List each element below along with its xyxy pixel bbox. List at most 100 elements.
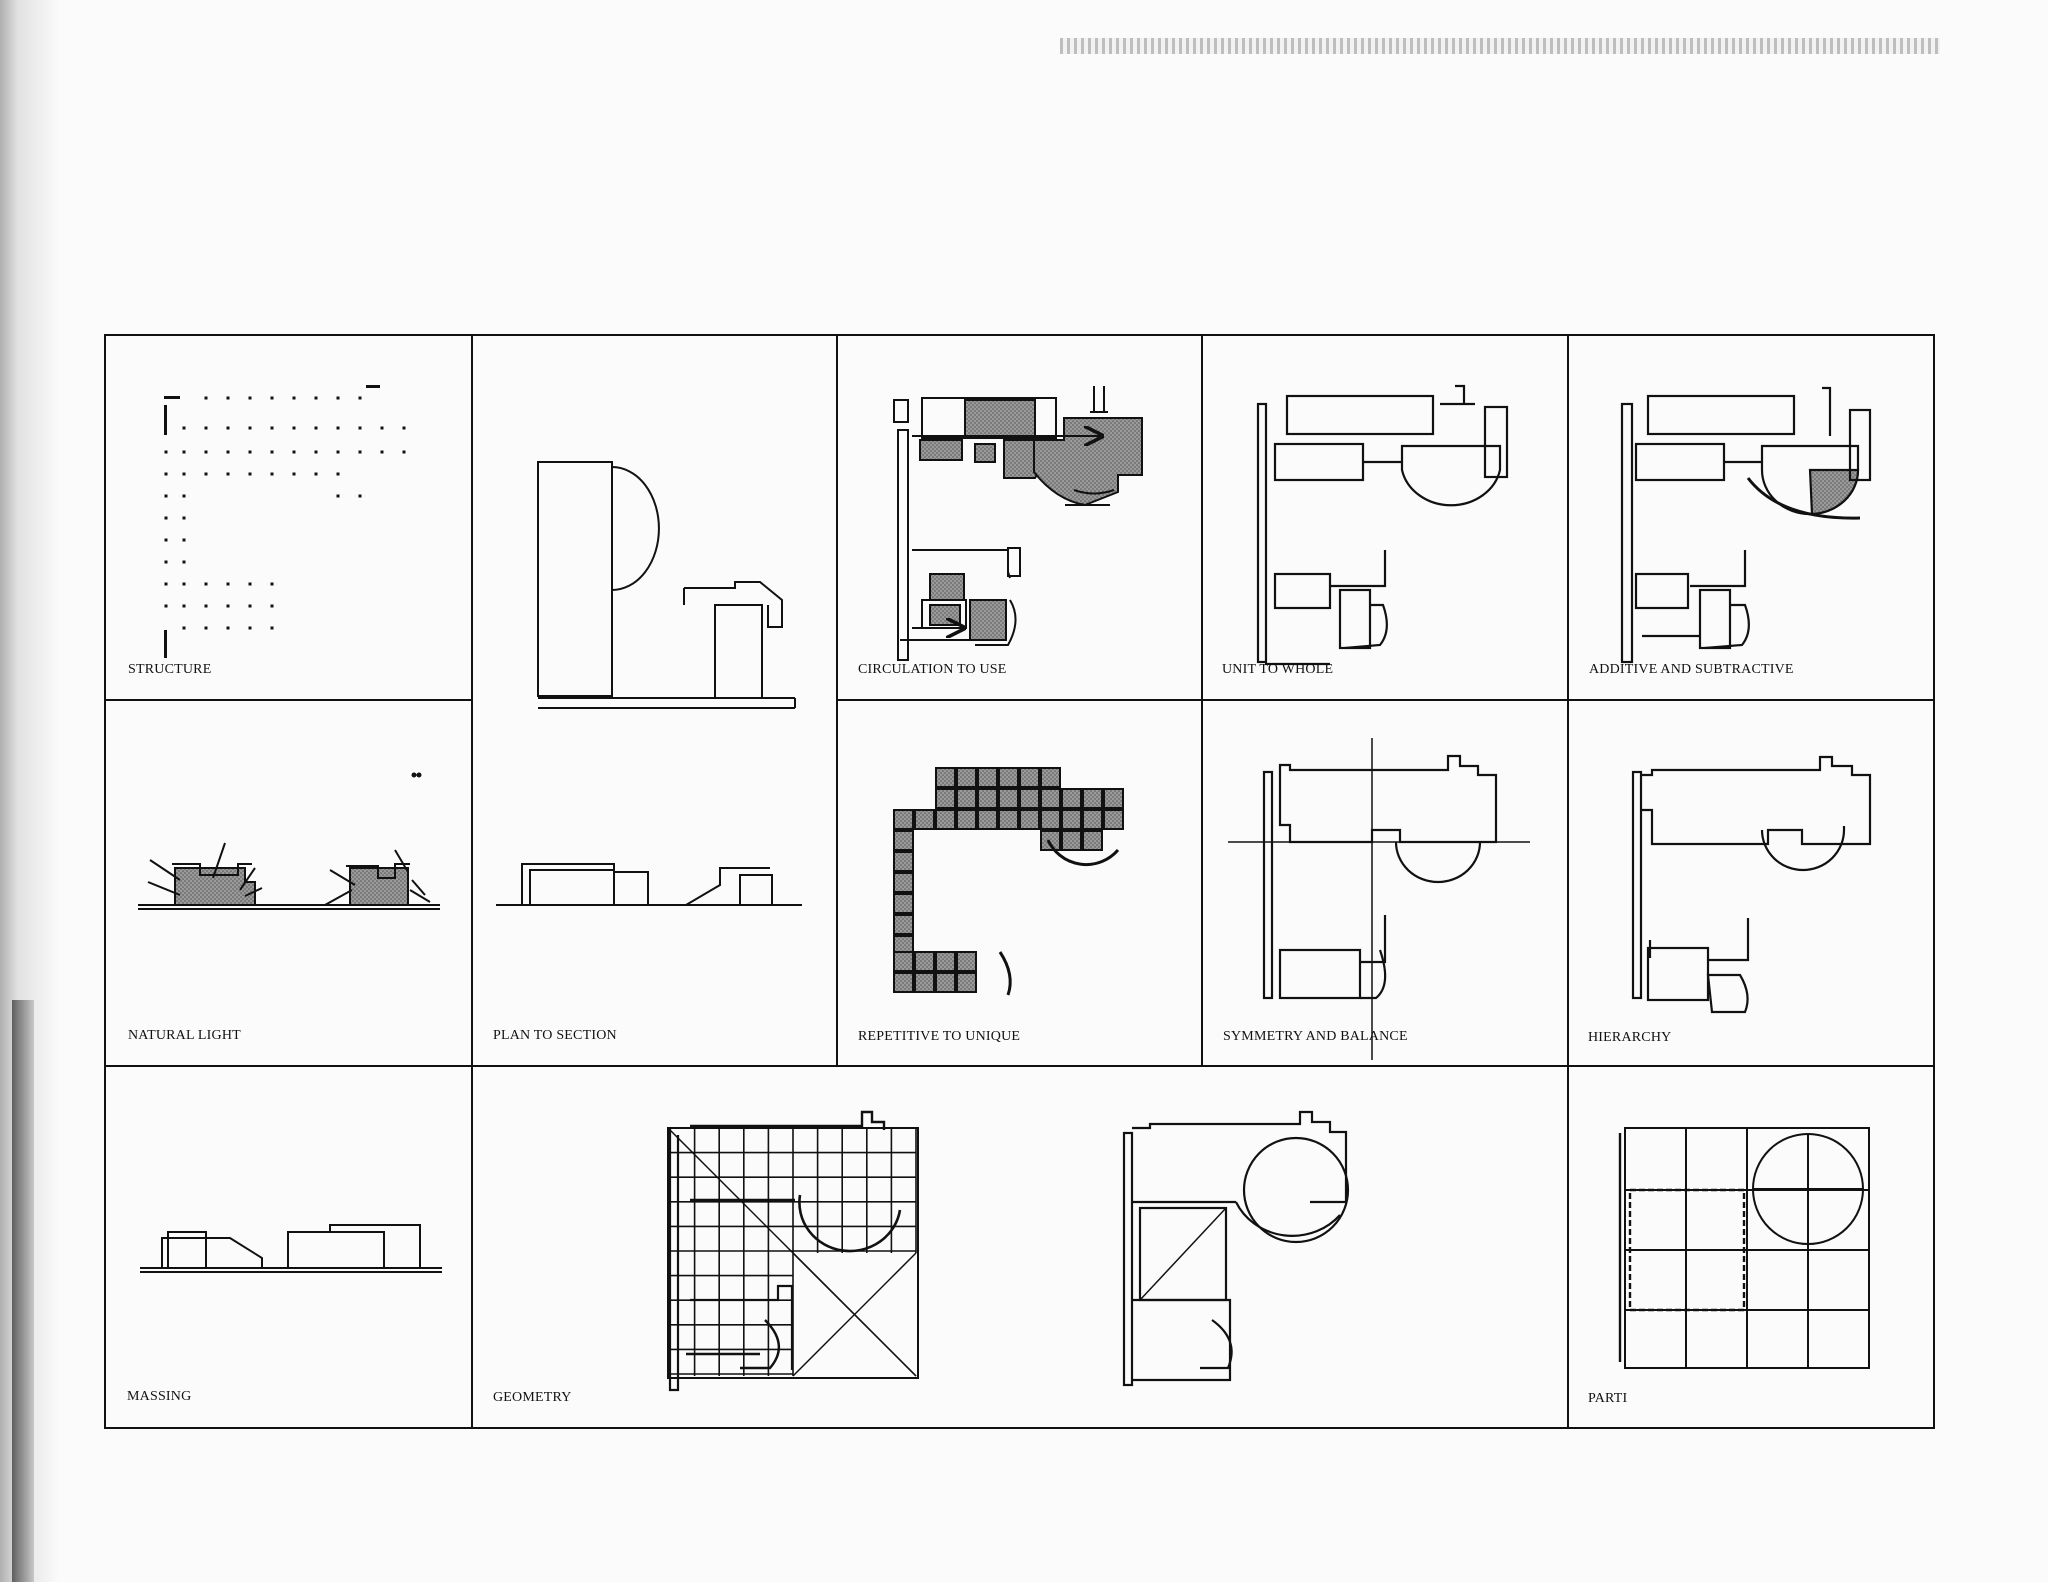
scan-edge-dark — [12, 1000, 34, 1582]
column-dot — [270, 582, 274, 586]
column-dot — [248, 396, 252, 400]
label-plan-to-section: PLAN TO SECTION — [493, 1028, 617, 1043]
column-dot — [164, 472, 168, 476]
repeated-module — [1103, 788, 1124, 809]
column-dot — [164, 604, 168, 608]
column-dot — [314, 450, 318, 454]
column-dot — [292, 396, 296, 400]
repeated-module — [893, 809, 914, 830]
column-dot — [248, 604, 252, 608]
label-repetitive-to-unique: REPETITIVE TO UNIQUE — [858, 1029, 1021, 1044]
column-dot — [248, 472, 252, 476]
geometry-plan — [1122, 1110, 1350, 1387]
column-dot — [226, 582, 230, 586]
label-massing: MASSING — [127, 1389, 192, 1404]
column-dot — [182, 604, 186, 608]
column-dot — [226, 472, 230, 476]
column-dot — [402, 450, 406, 454]
column-dot — [226, 450, 230, 454]
repeated-module — [935, 972, 956, 993]
repeated-module — [893, 830, 914, 851]
column-dot — [270, 604, 274, 608]
column-dot — [164, 494, 168, 498]
column-dot — [270, 426, 274, 430]
label-hierarchy: HIERARCHY — [1588, 1030, 1672, 1045]
column-dot — [248, 426, 252, 430]
label-unit-to-whole: UNIT TO WHOLE — [1222, 662, 1334, 677]
column-dot — [182, 560, 186, 564]
label-parti: PARTI — [1588, 1391, 1628, 1406]
column-dot — [204, 450, 208, 454]
structure-diagram — [164, 385, 406, 658]
column-dot — [292, 472, 296, 476]
column-dot — [182, 582, 186, 586]
repeated-module — [1061, 809, 1082, 830]
repeated-module — [893, 872, 914, 893]
repeated-module — [1040, 767, 1061, 788]
column-dot — [204, 582, 208, 586]
column-dot — [336, 472, 340, 476]
column-dot — [358, 396, 362, 400]
column-dot — [336, 426, 340, 430]
repeated-module — [1019, 809, 1040, 830]
column-dot — [182, 538, 186, 542]
repeated-module — [956, 951, 977, 972]
column-dot — [270, 472, 274, 476]
column-dot — [226, 604, 230, 608]
repeated-module — [956, 972, 977, 993]
column-dot — [380, 426, 384, 430]
column-dot — [204, 604, 208, 608]
column-dot — [314, 396, 318, 400]
repeated-module — [998, 767, 1019, 788]
column-dot — [182, 626, 186, 630]
column-dot — [270, 626, 274, 630]
column-dot — [380, 450, 384, 454]
column-dot — [182, 494, 186, 498]
column-dot — [248, 450, 252, 454]
column-dot — [314, 426, 318, 430]
plan-to-section-section — [496, 863, 802, 906]
column-dot — [164, 560, 168, 564]
column-dot — [226, 626, 230, 630]
repeated-module — [956, 809, 977, 830]
column-dot — [204, 426, 208, 430]
label-symmetry-and-balance: SYMMETRY AND BALANCE — [1223, 1029, 1408, 1044]
massing-diagram — [140, 1224, 442, 1273]
column-dot — [164, 516, 168, 520]
natural-light-diagram — [138, 772, 440, 910]
column-dot — [182, 516, 186, 520]
repeated-module — [914, 951, 935, 972]
repeated-module — [893, 893, 914, 914]
repeated-module — [956, 767, 977, 788]
repeated-module — [1040, 830, 1061, 851]
column-dot — [182, 450, 186, 454]
label-geometry: GEOMETRY — [493, 1390, 572, 1405]
column-dot — [182, 426, 186, 430]
column-dot — [358, 426, 362, 430]
column-dot — [204, 472, 208, 476]
repeated-module — [1040, 788, 1061, 809]
plan-to-section-diagram — [537, 461, 796, 709]
column-dot — [204, 396, 208, 400]
column-dot — [292, 450, 296, 454]
unit-to-whole-diagram — [1256, 384, 1509, 666]
column-dot — [270, 450, 274, 454]
column-dot — [248, 582, 252, 586]
additive-subtractive-diagram — [1620, 386, 1872, 664]
column-dot — [164, 450, 168, 454]
repeated-module — [935, 809, 956, 830]
repeated-module — [1019, 788, 1040, 809]
column-dot — [164, 538, 168, 542]
repeated-module — [1019, 767, 1040, 788]
repeated-module — [893, 951, 914, 972]
repeated-module — [977, 788, 998, 809]
repeated-module — [956, 788, 977, 809]
column-dot — [358, 494, 362, 498]
repeated-module — [1082, 830, 1103, 851]
board-grid — [104, 334, 1935, 1429]
repeated-module — [935, 767, 956, 788]
repeated-module — [1082, 809, 1103, 830]
column-dot — [226, 396, 230, 400]
column-dot — [226, 426, 230, 430]
